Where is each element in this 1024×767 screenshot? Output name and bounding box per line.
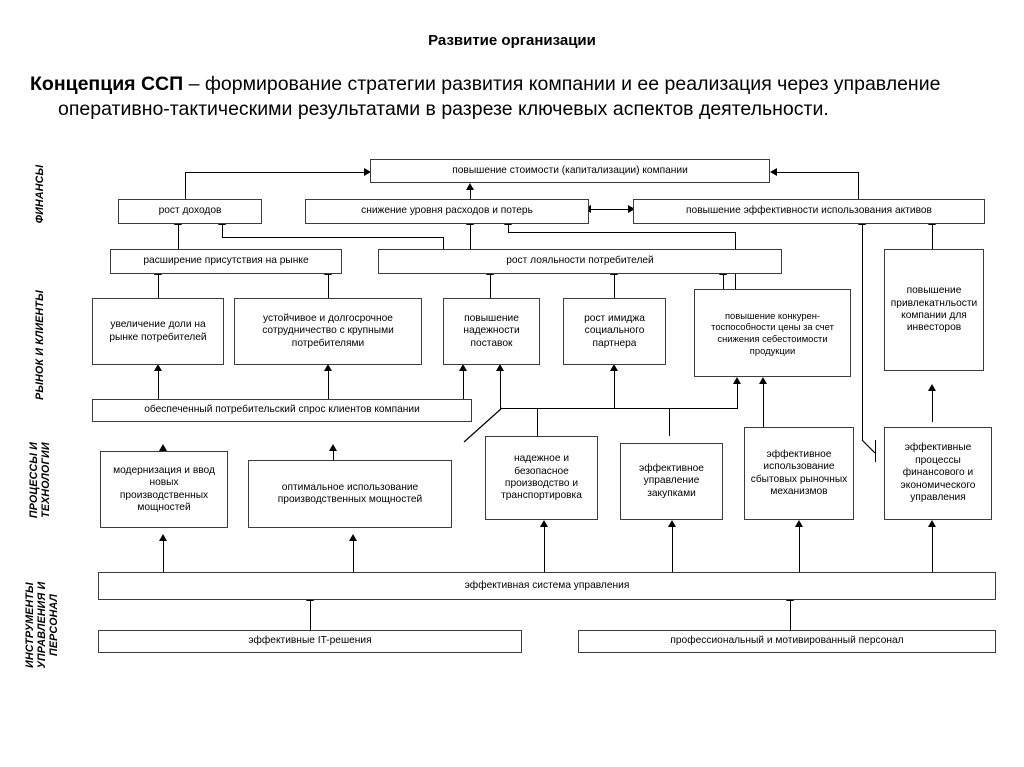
lead-term: Концепция ССП	[30, 73, 184, 95]
node-capitalization[interactable]: повышение стоимости (капитализации) комп…	[370, 159, 770, 183]
node-safe-production[interactable]: надежное и безопасное производство и тра…	[485, 436, 598, 520]
node-market-share[interactable]: увеличение доли на рынке потребителей	[92, 298, 224, 365]
node-consumer-demand[interactable]: обеспеченный потребительский спрос клиен…	[92, 399, 472, 422]
node-personnel[interactable]: профессиональный и мотивированный персон…	[578, 630, 996, 653]
page-title: Развитие организации	[428, 32, 596, 49]
node-long-term-cooperation[interactable]: устойчивое и долгосрочное сотрудничество…	[234, 298, 422, 365]
node-cost-reduction[interactable]: снижение уровня расходов и потерь	[305, 199, 589, 224]
node-procurement[interactable]: эффективное управление закупками	[620, 443, 723, 520]
perspective-label-market: РЫНОК И КЛИЕНТЫ	[34, 290, 46, 400]
perspective-label-finance: ФИНАНСЫ	[34, 164, 46, 224]
node-market-presence[interactable]: расширение присутствия на рынке	[110, 249, 342, 274]
node-management-system[interactable]: эффективная система управления	[98, 572, 996, 600]
perspective-label-processes: ПРОЦЕССЫ И ТЕХНОЛОГИИ	[28, 441, 52, 519]
node-social-image[interactable]: рост имиджа социального партнера	[563, 298, 666, 365]
node-supply-reliability[interactable]: повышение надежности поставок	[443, 298, 540, 365]
node-income-growth[interactable]: рост доходов	[118, 199, 262, 224]
node-customer-loyalty[interactable]: рост лояльности потребителей	[378, 249, 782, 274]
node-optimal-capacity[interactable]: оптимальное использование производственн…	[248, 460, 452, 528]
node-modernization[interactable]: модернизация и ввод новых производственн…	[100, 451, 228, 528]
node-investor-attractiveness[interactable]: повышение привлекатнльости компании для …	[884, 249, 984, 371]
node-it-solutions[interactable]: эффективные IT-решения	[98, 630, 522, 653]
lead-paragraph: Концепция ССП – формирование стратегии р…	[30, 72, 990, 122]
node-sales-mechanisms[interactable]: эффективное использование сбытовых рыноч…	[744, 427, 854, 520]
lead-text: – формирование стратегии развития компан…	[58, 73, 941, 120]
node-fin-econ-management[interactable]: эффективные процессы финансового и эконо…	[884, 427, 992, 520]
node-asset-efficiency[interactable]: повышение эффективности использования ак…	[633, 199, 985, 224]
node-price-competitiveness[interactable]: повышение конкурен-тоспособности цены за…	[694, 289, 851, 377]
perspective-label-tools: ИНСТРУМЕНТЫ УПРАВЛЕНИЯ И ПЕРСОНАЛ	[24, 581, 60, 669]
